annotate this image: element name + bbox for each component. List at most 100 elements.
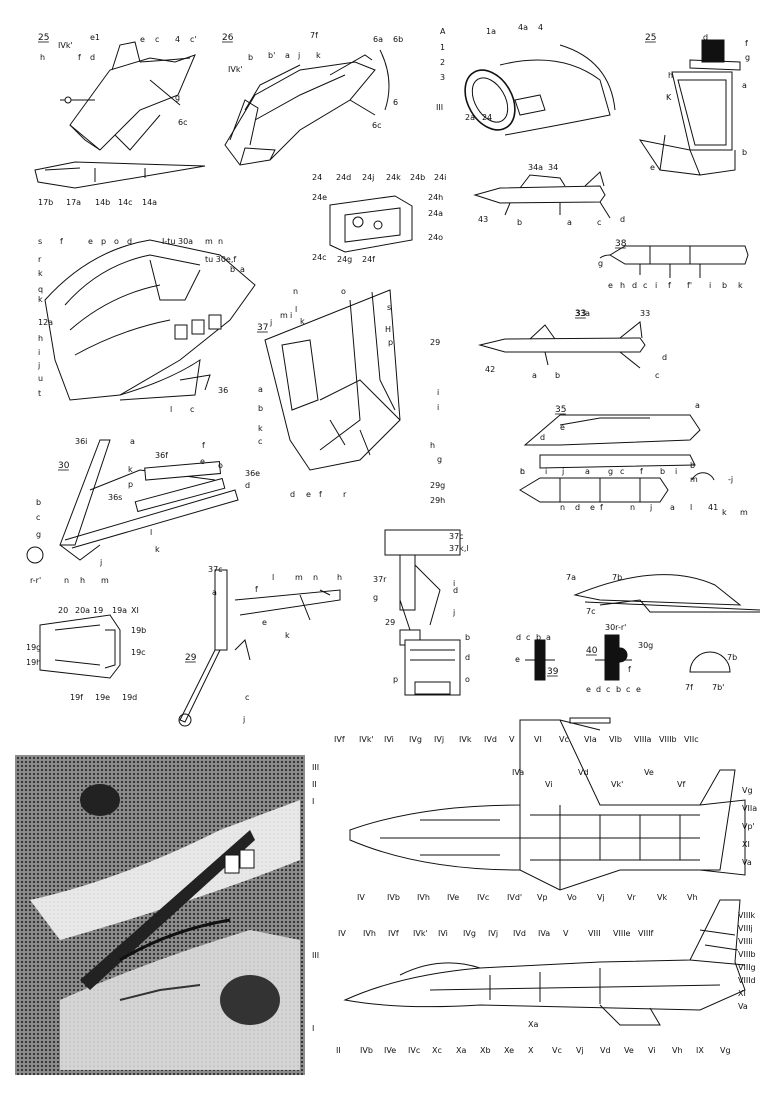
callout-label: d xyxy=(632,281,637,290)
callout-label: IVh xyxy=(363,929,376,938)
callout-label: 14b xyxy=(95,198,110,207)
callout-label: a xyxy=(212,588,217,597)
callout-label: 1 xyxy=(440,43,445,52)
callout-label: 24 xyxy=(482,113,492,122)
callout-label: c xyxy=(190,405,194,414)
callout-label: 42 xyxy=(485,365,495,374)
callout-label: l xyxy=(170,405,172,414)
callout-label: h xyxy=(668,71,673,80)
callout-label: 36s xyxy=(108,493,122,502)
callout-label: 19b xyxy=(131,626,146,635)
callout-label: 19h xyxy=(26,658,41,667)
callout-label: a xyxy=(240,265,245,274)
callout-label: e xyxy=(515,655,520,664)
callout-label: 24k xyxy=(386,173,401,182)
callout-label: 7f xyxy=(685,683,693,692)
part-35-tank xyxy=(519,414,715,503)
callout-label: c xyxy=(643,281,647,290)
callout-label: j xyxy=(37,361,40,370)
callout-label: f xyxy=(202,441,205,450)
callout-label: i xyxy=(709,281,711,290)
callout-label: 37k,l xyxy=(449,544,469,553)
callout-label: c xyxy=(655,371,659,380)
callout-label: n xyxy=(218,237,223,246)
callout-label: 7f xyxy=(310,31,318,40)
callout-label: p xyxy=(388,338,393,347)
callout-label: 12a xyxy=(38,318,53,327)
callout-label: n xyxy=(313,573,318,582)
callout-label: m xyxy=(690,475,698,484)
callout-label: V xyxy=(509,735,515,744)
callout-label: b xyxy=(722,281,727,290)
callout-label: b xyxy=(690,461,695,470)
callout-label: n xyxy=(560,503,565,512)
callout-label: f xyxy=(640,467,643,476)
callout-label: k xyxy=(155,545,160,554)
callout-label: 37c xyxy=(208,565,223,574)
callout-label: g xyxy=(598,259,603,268)
callout-label: Xe xyxy=(504,1046,514,1055)
callout-label: g xyxy=(608,467,613,476)
callout-label: Vi xyxy=(545,780,553,789)
callout-label: 30 xyxy=(58,461,70,471)
callout-label: h xyxy=(40,53,45,62)
callout-label: k xyxy=(38,295,43,304)
callout-label: VIIId xyxy=(738,976,756,985)
callout-label: c xyxy=(626,685,630,694)
part-7-canopy xyxy=(573,574,761,673)
callout-label: 34 xyxy=(548,163,558,172)
callout-label: 6c xyxy=(372,121,382,130)
callout-label: III xyxy=(312,763,319,772)
callout-label: 35 xyxy=(555,405,566,415)
callout-label: 29 xyxy=(185,653,197,663)
callout-label: e xyxy=(88,237,93,246)
callout-label: d xyxy=(453,586,458,595)
callout-label: 29g xyxy=(430,481,445,490)
callout-label: VIIc xyxy=(684,735,699,744)
callout-label: 7b' xyxy=(712,683,724,692)
callout-label: f xyxy=(60,237,63,246)
callout-label: VIIIk xyxy=(738,911,756,920)
aircraft-side-view xyxy=(343,899,746,1026)
callout-label: e1 xyxy=(90,33,100,42)
callout-label: IVe xyxy=(447,893,459,902)
callout-label: e xyxy=(560,423,565,432)
callout-label: n xyxy=(630,503,635,512)
callout-label: a xyxy=(285,51,290,60)
callout-label: i xyxy=(453,579,455,588)
callout-label: H xyxy=(385,325,391,334)
callout-label: b xyxy=(660,467,665,476)
callout-label: Ve xyxy=(644,768,654,777)
callout-label: 2a xyxy=(465,113,475,122)
callout-label: 25 xyxy=(645,33,656,43)
callout-label: k xyxy=(722,508,727,517)
callout-label: b xyxy=(616,685,621,694)
callout-label: c xyxy=(597,218,601,227)
callout-label: j xyxy=(99,558,102,567)
callout-label: Vj xyxy=(597,893,605,902)
callout-label: c xyxy=(258,437,262,446)
callout-label: s xyxy=(38,237,42,246)
callout-label: Xa xyxy=(456,1046,466,1055)
callout-label: 24g xyxy=(337,255,352,264)
callout-label: c xyxy=(620,467,624,476)
callout-label: e xyxy=(586,685,591,694)
part-cockpit-frames xyxy=(44,239,256,401)
callout-label: k xyxy=(38,269,43,278)
callout-label: IV xyxy=(338,929,346,938)
callout-label: 39 xyxy=(547,667,559,677)
callout-label: Ve xyxy=(624,1046,634,1055)
part-25-seat xyxy=(638,39,741,176)
callout-label: k xyxy=(128,465,133,474)
callout-label: 41 xyxy=(708,503,718,512)
callout-label: a xyxy=(585,467,590,476)
callout-label: c' xyxy=(190,35,197,44)
part-14-17-strake xyxy=(34,161,206,189)
callout-label: l xyxy=(150,528,152,537)
callout-label: 40 xyxy=(586,646,598,656)
callout-label: b xyxy=(36,498,41,507)
callout-label: g xyxy=(373,593,378,602)
callout-label: 24d xyxy=(336,173,351,182)
callout-label: l xyxy=(295,305,297,314)
